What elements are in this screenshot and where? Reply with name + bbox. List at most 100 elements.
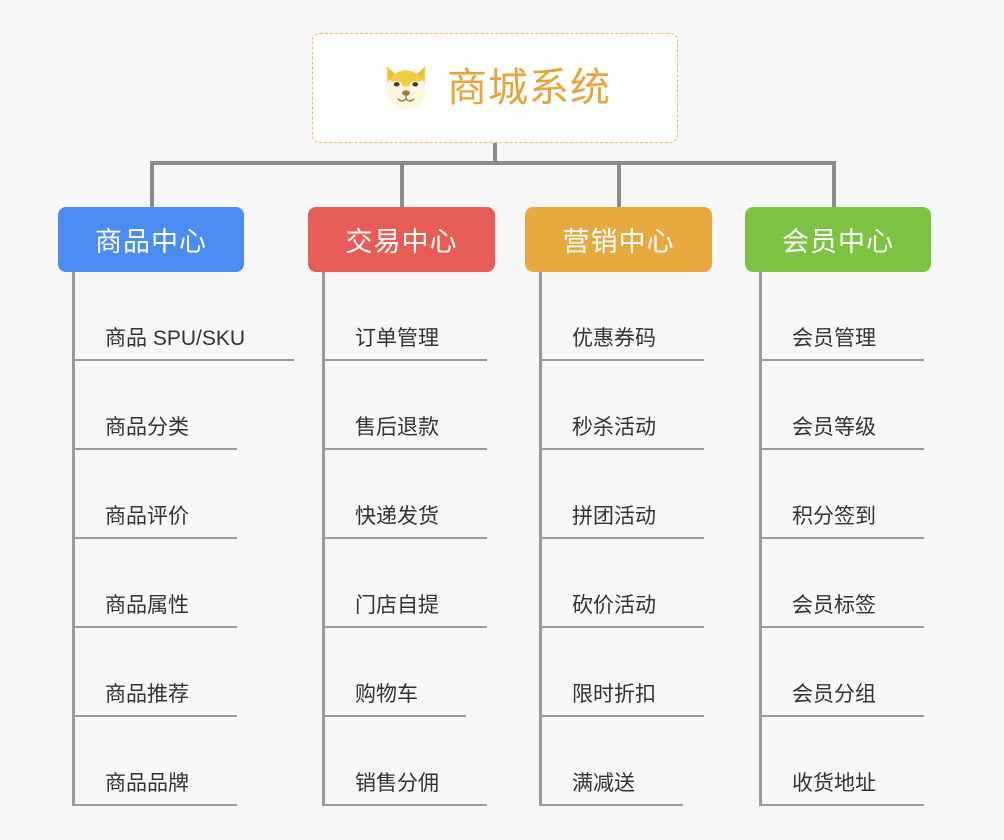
leaf-list-member-center: 会员管理会员等级积分签到会员标签会员分组收货地址 xyxy=(745,272,931,806)
shiba-dog-face-icon xyxy=(386,66,426,110)
list-item[interactable]: 商品推荐 xyxy=(58,628,245,717)
leaf-label: 会员分组 xyxy=(792,683,876,706)
leaf-underline xyxy=(72,359,294,361)
list-item[interactable]: 砍价活动 xyxy=(525,539,712,628)
leaf-label: 快递发货 xyxy=(355,505,439,528)
leaf-label: 售后退款 xyxy=(355,416,439,439)
category-header-label: 交易中心 xyxy=(345,227,458,257)
leaf-list-marketing-center: 优惠券码秒杀活动拼团活动砍价活动限时折扣满减送 xyxy=(525,272,712,806)
list-item[interactable]: 会员管理 xyxy=(745,272,931,361)
leaf-label: 商品推荐 xyxy=(105,683,189,706)
leaf-underline xyxy=(322,804,487,806)
connector-root-stub xyxy=(493,143,497,164)
branch-trade-center: 订单管理售后退款快递发货门店自提购物车销售分佣 xyxy=(308,272,495,806)
leaf-label: 会员管理 xyxy=(792,327,876,350)
list-item[interactable]: 快递发货 xyxy=(308,450,495,539)
leaf-label: 商品 SPU/SKU xyxy=(105,327,246,350)
category-header-product-center[interactable]: 商品中心 xyxy=(58,207,244,272)
leaf-underline xyxy=(539,448,704,450)
leaf-label: 门店自提 xyxy=(355,594,439,617)
category-header-trade-center[interactable]: 交易中心 xyxy=(308,207,495,272)
list-item[interactable]: 商品品牌 xyxy=(58,717,245,806)
leaf-label: 积分签到 xyxy=(792,505,876,528)
connector-drop-member xyxy=(832,161,836,207)
connector-drop-market xyxy=(617,161,621,207)
leaf-label: 优惠券码 xyxy=(572,327,656,350)
branch-trunk-line xyxy=(322,272,325,806)
leaf-underline xyxy=(759,448,924,450)
leaf-underline xyxy=(72,715,237,717)
leaf-label: 收货地址 xyxy=(792,772,876,795)
list-item[interactable]: 限时折扣 xyxy=(525,628,712,717)
list-item[interactable]: 商品属性 xyxy=(58,539,245,628)
category-column-marketing-center: 营销中心优惠券码秒杀活动拼团活动砍价活动限时折扣满减送 xyxy=(525,207,712,806)
leaf-underline xyxy=(322,537,487,539)
leaf-underline xyxy=(72,537,237,539)
list-item[interactable]: 优惠券码 xyxy=(525,272,712,361)
connector-drop-trade xyxy=(400,161,404,207)
leaf-underline xyxy=(539,804,683,806)
leaf-label: 拼团活动 xyxy=(572,505,656,528)
leaf-label: 商品品牌 xyxy=(105,772,189,795)
list-item[interactable]: 销售分佣 xyxy=(308,717,495,806)
list-item[interactable]: 满减送 xyxy=(525,717,712,806)
leaf-underline xyxy=(322,715,466,717)
list-item[interactable]: 售后退款 xyxy=(308,361,495,450)
list-item[interactable]: 会员分组 xyxy=(745,628,931,717)
leaf-label: 砍价活动 xyxy=(572,594,656,617)
list-item[interactable]: 商品 SPU/SKU xyxy=(58,272,294,361)
branch-trunk-line xyxy=(759,272,762,806)
leaf-underline xyxy=(759,626,924,628)
leaf-label: 会员标签 xyxy=(792,594,876,617)
list-item[interactable]: 拼团活动 xyxy=(525,450,712,539)
leaf-label: 订单管理 xyxy=(355,327,439,350)
list-item[interactable]: 商品评价 xyxy=(58,450,245,539)
leaf-label: 购物车 xyxy=(355,683,418,706)
leaf-underline xyxy=(322,626,487,628)
list-item[interactable]: 收货地址 xyxy=(745,717,931,806)
leaf-label: 商品评价 xyxy=(105,505,189,528)
category-column-member-center: 会员中心会员管理会员等级积分签到会员标签会员分组收货地址 xyxy=(745,207,931,806)
list-item[interactable]: 秒杀活动 xyxy=(525,361,712,450)
root-node[interactable]: 商城系统 xyxy=(312,33,678,143)
list-item[interactable]: 会员等级 xyxy=(745,361,931,450)
category-column-trade-center: 交易中心订单管理售后退款快递发货门店自提购物车销售分佣 xyxy=(308,207,495,806)
branch-trunk-line xyxy=(539,272,542,806)
leaf-label: 满减送 xyxy=(572,772,635,795)
leaf-underline xyxy=(759,537,924,539)
connector-drop-product xyxy=(150,161,154,207)
leaf-label: 限时折扣 xyxy=(572,683,656,706)
root-title: 商城系统 xyxy=(447,66,611,110)
leaf-label: 会员等级 xyxy=(792,416,876,439)
branch-member-center: 会员管理会员等级积分签到会员标签会员分组收货地址 xyxy=(745,272,931,806)
category-column-product-center: 商品中心商品 SPU/SKU 商品分类商品评价商品属性商品推荐商品品牌 xyxy=(58,207,294,806)
list-item[interactable]: 门店自提 xyxy=(308,539,495,628)
leaf-underline xyxy=(322,359,487,361)
branch-marketing-center: 优惠券码秒杀活动拼团活动砍价活动限时折扣满减送 xyxy=(525,272,712,806)
list-item[interactable]: 购物车 xyxy=(308,628,495,717)
list-item[interactable]: 商品分类 xyxy=(58,361,245,450)
leaf-label: 商品分类 xyxy=(105,416,189,439)
leaf-underline xyxy=(72,804,237,806)
list-item[interactable]: 会员标签 xyxy=(745,539,931,628)
category-header-marketing-center[interactable]: 营销中心 xyxy=(525,207,712,272)
list-item[interactable]: 积分签到 xyxy=(745,450,931,539)
category-header-label: 会员中心 xyxy=(782,227,894,257)
leaf-underline xyxy=(759,715,924,717)
leaf-list-trade-center: 订单管理售后退款快递发货门店自提购物车销售分佣 xyxy=(308,272,495,806)
leaf-underline xyxy=(539,715,704,717)
category-header-label: 商品中心 xyxy=(95,227,207,257)
leaf-label: 商品属性 xyxy=(105,594,189,617)
leaf-underline xyxy=(759,359,924,361)
connector-horizontal-bus xyxy=(150,161,836,165)
branch-product-center: 商品 SPU/SKU 商品分类商品评价商品属性商品推荐商品品牌 xyxy=(58,272,294,806)
list-item[interactable]: 订单管理 xyxy=(308,272,495,361)
leaf-underline xyxy=(759,804,924,806)
leaf-underline xyxy=(322,448,487,450)
leaf-underline xyxy=(539,626,704,628)
leaf-underline xyxy=(72,448,237,450)
category-header-member-center[interactable]: 会员中心 xyxy=(745,207,931,272)
leaf-list-product-center: 商品 SPU/SKU 商品分类商品评价商品属性商品推荐商品品牌 xyxy=(58,272,294,806)
leaf-label: 秒杀活动 xyxy=(572,416,656,439)
